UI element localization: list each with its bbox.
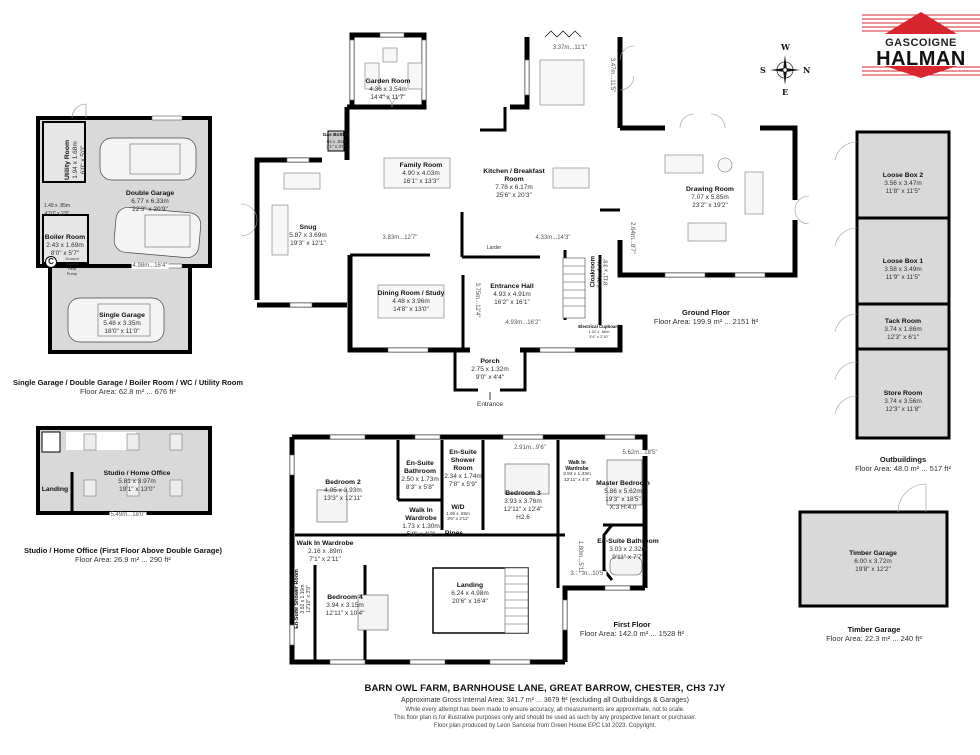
room-landing: Landing 6.24 x 4.98m 20'6" x 16'4" xyxy=(451,582,489,605)
dim-kitchen-top: 3.37m...11'1" xyxy=(551,45,589,51)
room-shower-4: En-Suite Shower Room 3.92 x 1.10m 12'10"… xyxy=(294,569,312,629)
compass-left: S xyxy=(760,65,766,75)
room-loose-box-1: Loose Box 1 3.58 x 3.49m 11'9" x 11'5" xyxy=(882,258,924,281)
logo-line-2: HALMAN xyxy=(876,48,966,70)
disclaimer-1: While every attempt has been made to ens… xyxy=(405,707,685,713)
compass-top: W xyxy=(781,42,790,52)
room-snug: Snug 5.87 x 3.69m 19'3" x 12'1" xyxy=(289,224,327,247)
room-boiler: Boiler Room 2.43 x 1.69m 8'0" x 5'7" xyxy=(44,234,86,257)
caption-outbuildings: Outbuildings Floor Area: 48.0 m² ... 517… xyxy=(855,455,951,473)
room-entrance-hall: Entrance Hall 4.93 x 4.91m 16'2" x 16'1" xyxy=(490,283,534,306)
logo-line-1: GASCOIGNE xyxy=(885,37,957,49)
room-wc: 1.49 x .85m 4'10" x 2'9" xyxy=(43,203,71,217)
room-gas-bottles: Gas Bottles .94 x .92m 3'1" x 3'0" xyxy=(322,133,350,149)
agent-logo: GASCOIGNE HALMAN xyxy=(862,12,980,78)
cylinder-marker: C xyxy=(45,256,57,268)
room-walk-in-wardrobe-1: Walk In Wardrobe 1.73 x 1.30m 5'8" x 4'3… xyxy=(402,507,440,538)
room-store: Store Room 3.74 x 3.56m 12'3" x 11'8" xyxy=(883,390,923,413)
dim-hall-horiz: 4.93m...16'2" xyxy=(504,320,542,326)
room-garden-room: Garden Room 4.36 x 3.54m 14'4" x 11'7" xyxy=(365,78,411,101)
room-pipes: Pipes xyxy=(444,530,464,537)
dim-garage-width: 4.98m...16'4" xyxy=(131,263,169,269)
caption-timber-garage: Timber Garage Floor Area: 22.3 m² ... 24… xyxy=(826,625,922,643)
room-master-bedroom: Master Bedroom 5.86 x 5.62m 19'3" x 18'5… xyxy=(596,480,650,511)
room-tack: Tack Room 3.74 x 1.86m 12'3" x 6'1" xyxy=(884,318,922,341)
compass-right: N xyxy=(803,65,811,75)
room-dining: Dining Room / Study 4.48 x 3.96m 14'8" x… xyxy=(377,290,445,313)
dim-hall-vert: 3.75m...12'4" xyxy=(474,281,480,319)
room-electrical: Electrical Cupboard 1.02 x .86m 3'4" x 2… xyxy=(578,324,620,339)
compass-rose: W S N E xyxy=(760,42,811,97)
room-cloakroom: Cloakroom 2.71 x 1.11m 8'11" x 3'8" xyxy=(590,256,610,288)
caption-garage-block: Single Garage / Double Garage / Boiler R… xyxy=(12,378,244,396)
disclaimer-2: This floor plan is for illustrative purp… xyxy=(393,715,697,721)
disclaimer-3: Floor plan produced by Leon Sancese from… xyxy=(433,723,657,729)
compass-bottom: E xyxy=(782,87,789,97)
room-bedroom-4: Bedroom 4 3.94 x 3.15m 12'11" x 10'4" xyxy=(325,594,365,617)
caption-ground-floor: Ground Floor Floor Area: 199.9 m² ... 21… xyxy=(653,308,759,326)
entrance-label: Entrance xyxy=(476,401,504,408)
property-address: BARN OWL FARM, BARNHOUSE LANE, GREAT BAR… xyxy=(364,683,726,694)
room-bedroom-3: Bedroom 3 3.93 x 3.76m 12'11" x 12'4" H2… xyxy=(503,490,543,521)
room-larder: Larder xyxy=(486,245,502,251)
room-walk-in-wardrobe-2: Walk In Wardrobe 2.16 x .89m 7'1" x 2'11… xyxy=(296,540,354,563)
room-drawing: Drawing Room 7.07 x 5.85m 23'2" x 19'2" xyxy=(686,186,734,209)
room-single-garage: Single Garage 5.48 x 3.35m 18'0" x 11'0" xyxy=(99,312,145,335)
room-porch: Porch 2.75 x 1.32m 9'0" x 4'4" xyxy=(471,358,509,381)
caption-first-floor: First Floor Floor Area: 142.0 m² ... 152… xyxy=(579,620,685,638)
room-loose-box-2: Loose Box 2 3.56 x 3.47m 11'8" x 11'5" xyxy=(882,172,924,195)
gross-area: Approximate Gross Internal Area: 341.7 m… xyxy=(401,697,689,704)
dim-kitchen-bottom: 4.33m...14'3" xyxy=(534,235,572,241)
room-studio: Studio / Home Office 5.81 x 3.97m 19'1" … xyxy=(103,470,171,493)
logo-stripes-icon xyxy=(862,12,980,78)
room-family: Family Room 4.90 x 4.03m 16'1" x 13'3" xyxy=(399,162,443,185)
room-master-ensuite: En-Suite Bathroom 3.03 x 2.32m 9'11" x 7… xyxy=(597,538,659,561)
room-ensuite-shower: En-Suite Shower Room 2.34 x 1.74m 7'8" x… xyxy=(444,449,482,488)
dim-drawing-side: 2.64m...8'7" xyxy=(629,221,635,255)
compass-icon xyxy=(770,55,800,85)
dim-master: 5.62m...18'5" xyxy=(621,450,659,456)
room-double-garage: Double Garage 6.77 x 6.33m 22'3" x 20'9" xyxy=(125,190,175,213)
footer: BARN OWL FARM, BARNHOUSE LANE, GREAT BAR… xyxy=(345,683,745,730)
caption-studio: Studio / Home Office (First Floor Above … xyxy=(23,546,223,564)
dim-first-vert: 1.80m...5'11" xyxy=(577,539,583,577)
dim-kitchen-side: 3.47m...11'5" xyxy=(609,56,615,94)
dim-studio-width: 5.49m...18'0" xyxy=(109,512,147,518)
room-timber-garage: Timber Garage 6.00 x 3.72m 19'8" x 12'2" xyxy=(849,550,897,573)
room-bedroom-2: Bedroom 2 4.05 x 3.93m 13'3" x 12'11" xyxy=(323,479,363,502)
heat-pump: Ground Source Heat Pump xyxy=(65,256,79,276)
dim-bed3: 2.91m...9'6" xyxy=(513,445,547,451)
dim-landing-side: 3.17m...10'5" xyxy=(569,571,607,577)
room-kitchen: Kitchen / Breakfast Room 7.78 x 6.17m 25… xyxy=(483,168,545,199)
room-utility: Utility Room 1.94 x 1.68m 6'0" x 5'0" xyxy=(64,139,87,181)
room-wd: W/D 1.06 x .88m 3'6" x 2'11" xyxy=(446,504,470,521)
room-ensuite-bathroom: En-Suite Bathroom 2.50 x 1.73m 8'3" x 5'… xyxy=(401,460,439,491)
dim-family: 3.83m...12'7" xyxy=(381,235,419,241)
room-walk-in-wardrobe-master: Walk In Wardrobe 3.93 x 1.33m 12'11" x 4… xyxy=(563,460,591,483)
room-studio-landing: Landing xyxy=(41,486,69,493)
